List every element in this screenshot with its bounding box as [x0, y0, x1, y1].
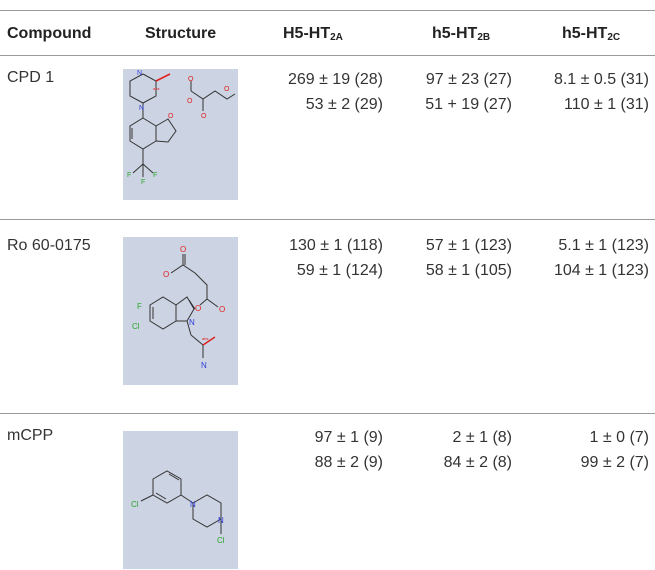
cell-ro600175-ht2a: 130 ± 1 (118)59 ± 1 (124) — [289, 237, 383, 279]
svg-text:Cl: Cl — [217, 536, 225, 545]
structure-image-cpd1: N N abs O O O O O F F F — [123, 69, 238, 200]
svg-text:Cl: Cl — [132, 322, 140, 331]
cell-ro600175-ht2c: 5.1 ± 1 (123)104 ± 1 (123) — [553, 237, 649, 279]
cell-cpd1-ht2a: 269 ± 19 (28)53 ± 2 (29) — [287, 71, 383, 113]
svg-text:F: F — [137, 302, 142, 311]
header-h5ht2c: h5-HT2C — [562, 25, 621, 43]
cell-cpd1-ht2b: 97 ± 23 (27)51 + 19 (27) — [425, 71, 512, 113]
table-top-rule — [0, 10, 655, 11]
svg-text:N: N — [189, 318, 195, 327]
row-rule-2 — [0, 413, 655, 414]
svg-text:N: N — [218, 516, 224, 525]
structure-image-mcpp: Cl N N Cl — [123, 431, 238, 569]
svg-text:F: F — [153, 172, 157, 179]
svg-text:N: N — [201, 361, 207, 370]
svg-text:N: N — [190, 500, 196, 509]
cell-cpd1-ht2c: 8.1 ± 0.5 (31)110 ± 1 (31) — [553, 71, 649, 113]
svg-text:O: O — [195, 304, 201, 313]
svg-text:O: O — [163, 270, 169, 279]
row-rule-1 — [0, 219, 655, 220]
svg-text:Cl: Cl — [131, 500, 139, 509]
header-rule — [0, 55, 655, 56]
svg-text:F: F — [127, 172, 131, 179]
structure-image-ro600175: F Cl N N abs O O O O — [123, 237, 238, 385]
svg-text:abs: abs — [153, 86, 159, 91]
svg-text:O: O — [219, 305, 225, 314]
cell-mcpp-ht2a: 97 ± 1 (9)88 ± 2 (9) — [314, 429, 383, 471]
svg-text:F: F — [141, 179, 145, 186]
svg-text:O: O — [224, 86, 230, 93]
cell-ro600175-ht2b: 57 ± 1 (123)58 ± 1 (105) — [425, 237, 512, 279]
svg-text:O: O — [188, 76, 194, 83]
svg-text:O: O — [201, 113, 207, 120]
svg-text:N: N — [137, 70, 142, 77]
cell-mcpp-ht2b: 2 ± 1 (8)84 ± 2 (8) — [443, 429, 512, 471]
svg-text:O: O — [168, 113, 174, 120]
compound-name-cpd1: CPD 1 — [7, 69, 55, 86]
cell-mcpp-ht2c: 1 ± 0 (7)99 ± 2 (7) — [580, 429, 649, 471]
header-structure: Structure — [145, 25, 217, 42]
header-compound: Compound — [7, 25, 92, 42]
header-h5ht2b: h5-HT2B — [432, 25, 491, 43]
compound-name-mcpp: mCPP — [7, 427, 54, 444]
svg-text:O: O — [187, 98, 193, 105]
header-h5ht2a: H5-HT2A — [283, 25, 343, 43]
svg-text:N: N — [139, 105, 144, 112]
svg-text:abs: abs — [202, 336, 208, 341]
compound-name-ro600175: Ro 60-0175 — [7, 237, 91, 254]
svg-text:O: O — [180, 245, 186, 254]
